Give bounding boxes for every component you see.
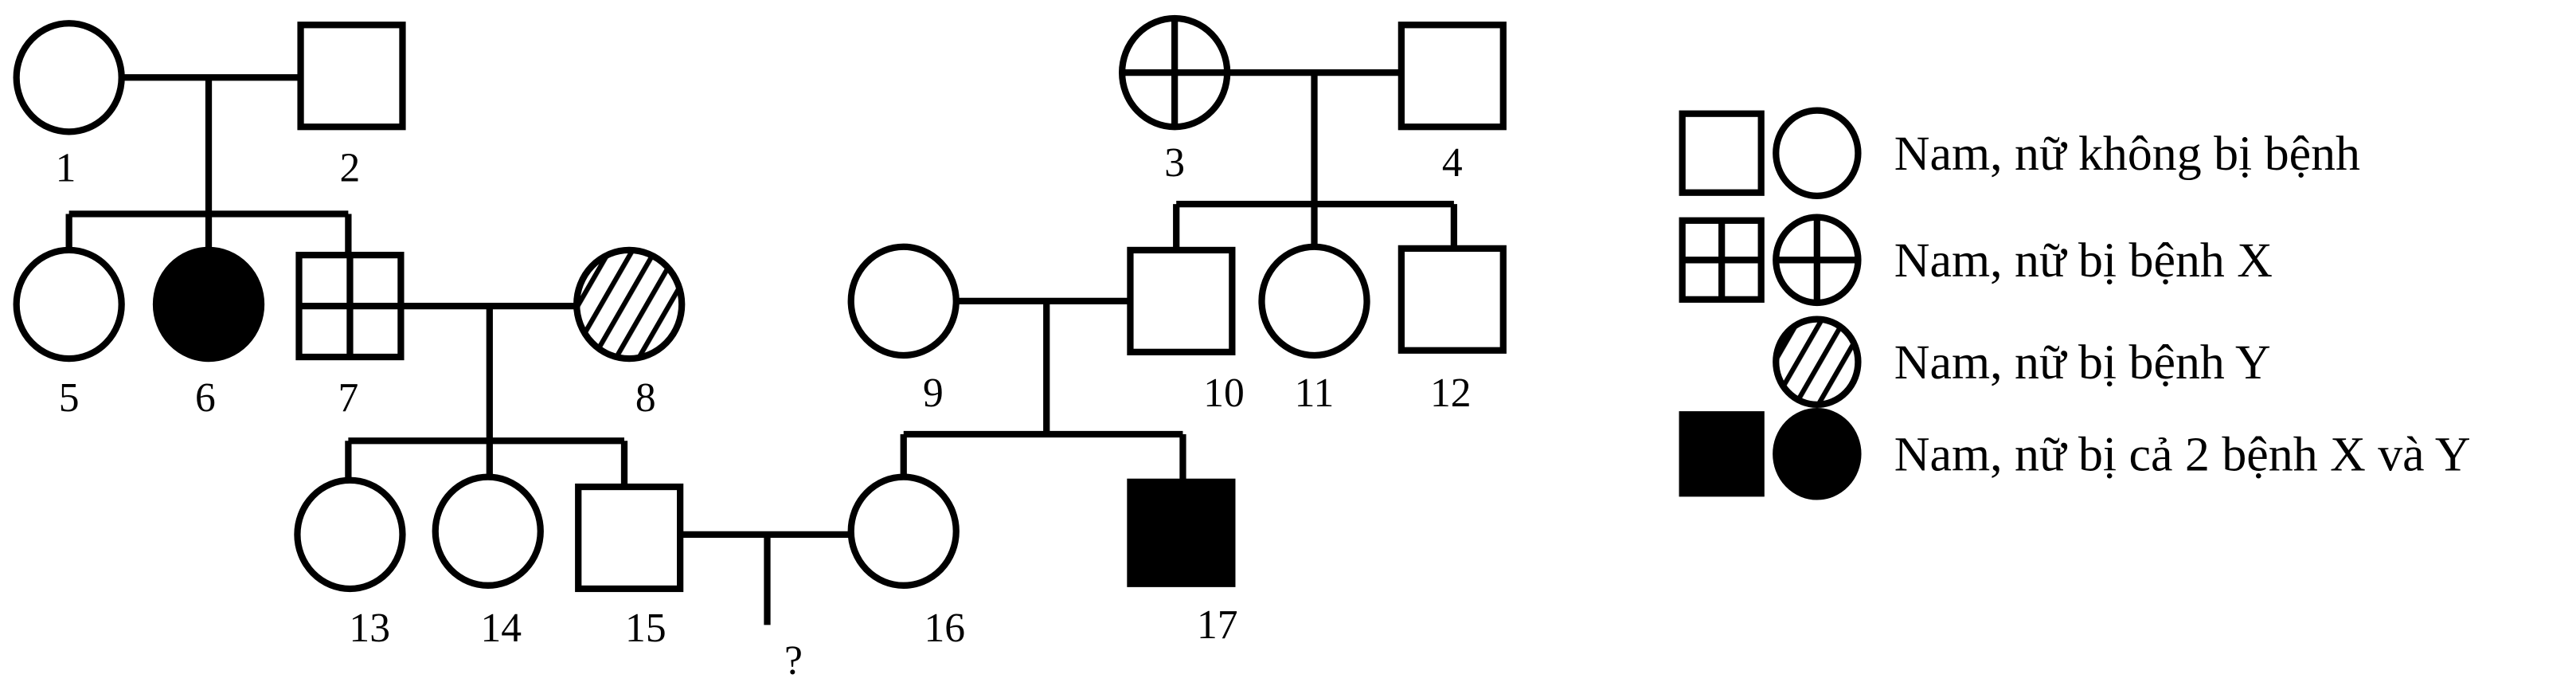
legend-both-label: Nam, nữ bị cả 2 bệnh X và Y <box>1894 427 2471 481</box>
legend-female-unaffected-icon <box>1773 107 1862 199</box>
individual-14 <box>432 473 544 589</box>
label-11: 11 <box>1295 370 1335 416</box>
individual-8 <box>573 246 686 363</box>
individual-2 <box>297 22 406 131</box>
legend-disease-y-icon <box>1773 316 1862 408</box>
individual-11 <box>1258 243 1370 359</box>
individual-13 <box>294 476 406 593</box>
label-16: 16 <box>924 606 966 651</box>
legend: Nam, nữ không bị bệnh Nam, nữ bị bệnh X … <box>1679 107 2471 500</box>
label-13: 13 <box>349 606 390 651</box>
label-6: 6 <box>195 375 216 421</box>
pedigree-lines <box>65 69 1458 625</box>
individual-1 <box>13 20 125 135</box>
individual-17 <box>1127 478 1236 587</box>
label-10: 10 <box>1203 370 1245 416</box>
legend-disease-y-label: Nam, nữ bị bệnh Y <box>1894 335 2271 390</box>
individual-6 <box>152 246 265 363</box>
individual-16 <box>847 473 960 589</box>
label-7: 7 <box>338 375 358 421</box>
label-3: 3 <box>1164 140 1185 186</box>
legend-male-disease-x-icon <box>1679 217 1765 303</box>
label-9: 9 <box>923 370 944 416</box>
legend-male-both-icon <box>1679 411 1765 497</box>
legend-male-unaffected-icon <box>1679 110 1765 196</box>
label-17: 17 <box>1197 602 1238 648</box>
unknown-child-label: ? <box>784 638 803 684</box>
legend-female-both-icon <box>1773 407 1862 500</box>
label-8: 8 <box>635 375 656 421</box>
individual-9 <box>847 243 960 359</box>
individual-10 <box>1127 246 1236 355</box>
label-5: 5 <box>59 375 80 421</box>
label-1: 1 <box>56 145 76 190</box>
label-14: 14 <box>480 606 522 651</box>
label-4: 4 <box>1442 140 1463 186</box>
individual-4 <box>1397 22 1507 131</box>
individual-3 <box>1118 14 1231 131</box>
label-12: 12 <box>1430 370 1472 416</box>
individual-5 <box>13 246 125 363</box>
legend-unaffected-label: Nam, nữ không bị bệnh <box>1894 127 2360 181</box>
label-2: 2 <box>340 145 361 190</box>
individual-12 <box>1397 245 1507 354</box>
legend-female-disease-x-icon <box>1773 214 1862 307</box>
individual-7 <box>295 251 405 361</box>
legend-disease-x-label: Nam, nữ bị bệnh X <box>1894 233 2273 288</box>
individual-15 <box>575 483 684 593</box>
label-15: 15 <box>625 606 666 651</box>
